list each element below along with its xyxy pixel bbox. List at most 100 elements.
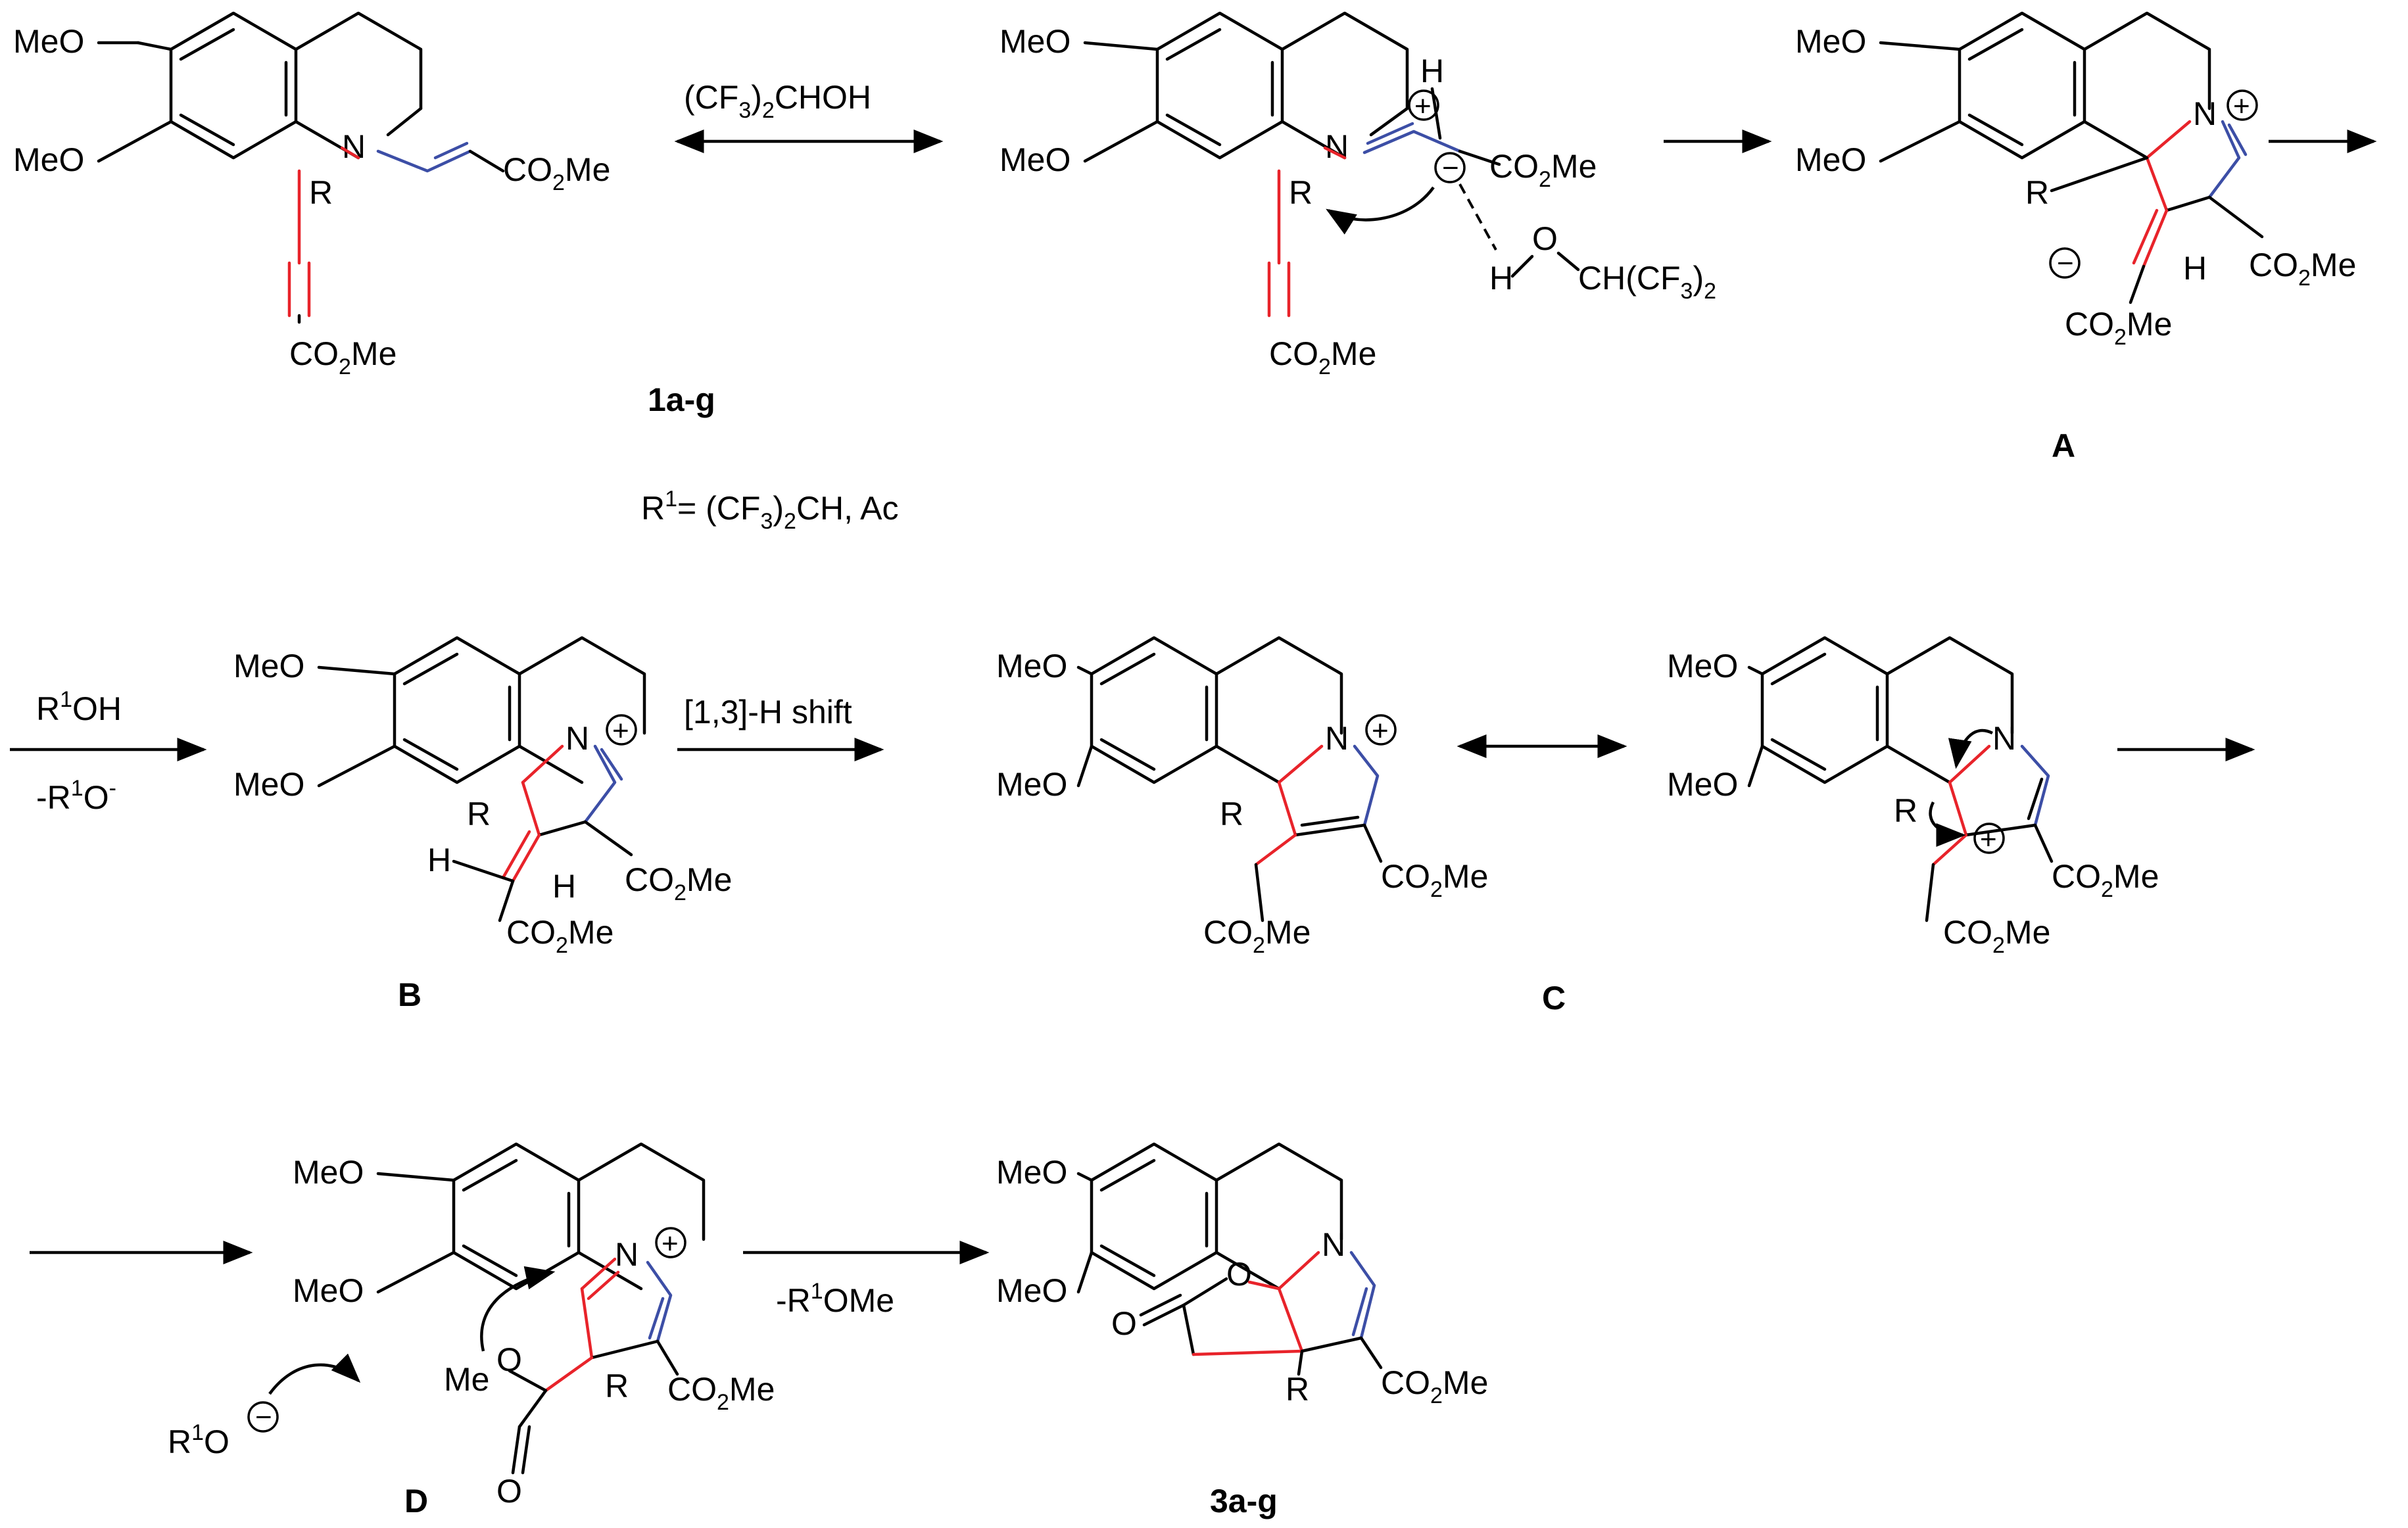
reagent-arrow-1: (CF3)2CHOH [674, 79, 944, 153]
anion-sign: − [255, 1401, 272, 1433]
reagent-hfip: (CF3)2CHOH [684, 79, 871, 123]
cation-charge [606, 714, 637, 746]
ester-label: CO2Me [2052, 858, 2159, 902]
compound-1: MeO MeO N R CO2Me CO2Me [13, 13, 610, 379]
alkoxide-label: R1O [168, 1420, 229, 1460]
anion-sign: − [1442, 152, 1459, 184]
anion-charge [2049, 247, 2081, 279]
h-label: H [427, 842, 451, 878]
ester-label: CO2Me [503, 151, 610, 195]
meo-label: MeO [293, 1272, 364, 1309]
cation-sign: + [1414, 90, 1432, 122]
hfip-label: CH(CF3)2 [1578, 260, 1716, 304]
curved-arrow [268, 1353, 361, 1395]
ester-label: CO2Me [506, 914, 614, 958]
cation-sign: + [2233, 90, 2250, 122]
ester-label: CO2Me [625, 861, 732, 905]
h-label: H [1420, 53, 1444, 89]
cation-charge [1365, 714, 1397, 746]
o-label: O [1226, 1256, 1252, 1293]
cation-sign: + [1372, 715, 1389, 747]
h-bond [1458, 183, 1497, 251]
meo-label: MeO [1667, 766, 1738, 803]
anion-charge [247, 1401, 279, 1433]
cation-sign: + [1980, 823, 1997, 855]
product-3: MeO MeO N O O R CO2Me [996, 1144, 1488, 1408]
ester-label: CO2Me [1203, 914, 1311, 958]
o-label: O [496, 1341, 522, 1378]
compound-1-label: 1a-g [648, 381, 715, 418]
h-shift-label: [1,3]-H shift [684, 694, 852, 730]
ester-label: CO2Me [2249, 247, 2356, 291]
zwitterion-intermediate: MeO MeO N + H CO2Me − R CO2Me H O CH(CF3… [999, 13, 1716, 379]
nitrogen-label: N [1325, 128, 1349, 165]
r-label: R [1286, 1371, 1309, 1408]
curved-arrow [1929, 801, 1966, 847]
reagent-arrow-3: -R1OMe [743, 1241, 990, 1319]
r-label: R [1289, 174, 1312, 211]
o-label: O [1111, 1305, 1137, 1342]
alkoxide: R1O − [168, 1353, 361, 1460]
h-label: H [552, 868, 576, 905]
nitrogen-label: N [342, 128, 366, 165]
meo-label: MeO [293, 1154, 364, 1191]
nitrogen-label: N [2193, 95, 2217, 132]
reagent-arrow-2: R1OH -R1O- [10, 687, 207, 816]
ester-label: CO2Me [1381, 1364, 1488, 1408]
cation-sign: + [612, 715, 629, 747]
cation-charge [1973, 823, 2005, 854]
reagent-r1ome: -R1OMe [776, 1279, 894, 1319]
r1-definition: R1= (CF3)2CH, Ac [641, 487, 899, 534]
h-shift-arrow: [1,3]-H shift [677, 694, 884, 761]
compound-3-label: 3a-g [1210, 1483, 1278, 1519]
anion-charge [1434, 152, 1466, 183]
nitrogen-label: N [1992, 720, 2016, 757]
r-label: R [467, 796, 491, 832]
nitrogen-label: N [1325, 720, 1349, 757]
meo-label: MeO [233, 766, 304, 803]
h-label: H [2183, 250, 2207, 287]
nitrogen-label: N [615, 1236, 638, 1273]
curved-arrow [1948, 728, 1994, 769]
o-label: O [1532, 220, 1558, 257]
meo-label: MeO [999, 141, 1071, 178]
cation-sign: + [662, 1228, 679, 1260]
meo-label: MeO [999, 23, 1071, 60]
label-B: B [398, 976, 421, 1013]
ester-label: CO2Me [2065, 306, 2172, 350]
meo-label: MeO [1667, 648, 1738, 684]
cation-charge [1408, 89, 1439, 121]
cation-charge [2227, 89, 2258, 121]
nitrogen-label: N [1322, 1226, 1345, 1263]
o-label: O [496, 1473, 522, 1510]
me-label: Me [444, 1361, 489, 1398]
meo-label: MeO [233, 648, 304, 684]
curved-arrow [480, 1266, 556, 1352]
intermediate-D: MeO MeO N + R Me O O CO2Me [293, 1144, 775, 1510]
intermediate-C-form-2: MeO MeO N + R CO2Me CO2Me [1667, 638, 2159, 958]
curved-arrow [1326, 186, 1435, 235]
label-D: D [404, 1483, 428, 1519]
meo-label: MeO [1795, 23, 1866, 60]
reagent-r1o: -R1O- [36, 776, 116, 816]
meo-label: MeO [996, 648, 1067, 684]
label-C: C [1542, 980, 1566, 1016]
r-label: R [1220, 796, 1243, 832]
meo-label: MeO [13, 23, 84, 60]
intermediate-B: MeO MeO N + R H CO2Me H CO2Me [233, 638, 732, 958]
nitrogen-label: N [566, 720, 589, 757]
r-label: R [2025, 174, 2049, 211]
reagent-r1oh: R1OH [36, 687, 122, 727]
anion-sign: − [2057, 247, 2074, 279]
ester-label: CO2Me [1943, 914, 2050, 958]
meo-label: MeO [1795, 141, 1866, 178]
r-label: R [605, 1368, 629, 1404]
meo-label: MeO [996, 766, 1067, 803]
meo-label: MeO [996, 1154, 1067, 1191]
cation-charge [655, 1227, 686, 1258]
meo-label: MeO [996, 1272, 1067, 1309]
ester-label: CO2Me [1269, 335, 1376, 379]
ester-label: CO2Me [289, 335, 397, 379]
meo-label: MeO [13, 141, 84, 178]
